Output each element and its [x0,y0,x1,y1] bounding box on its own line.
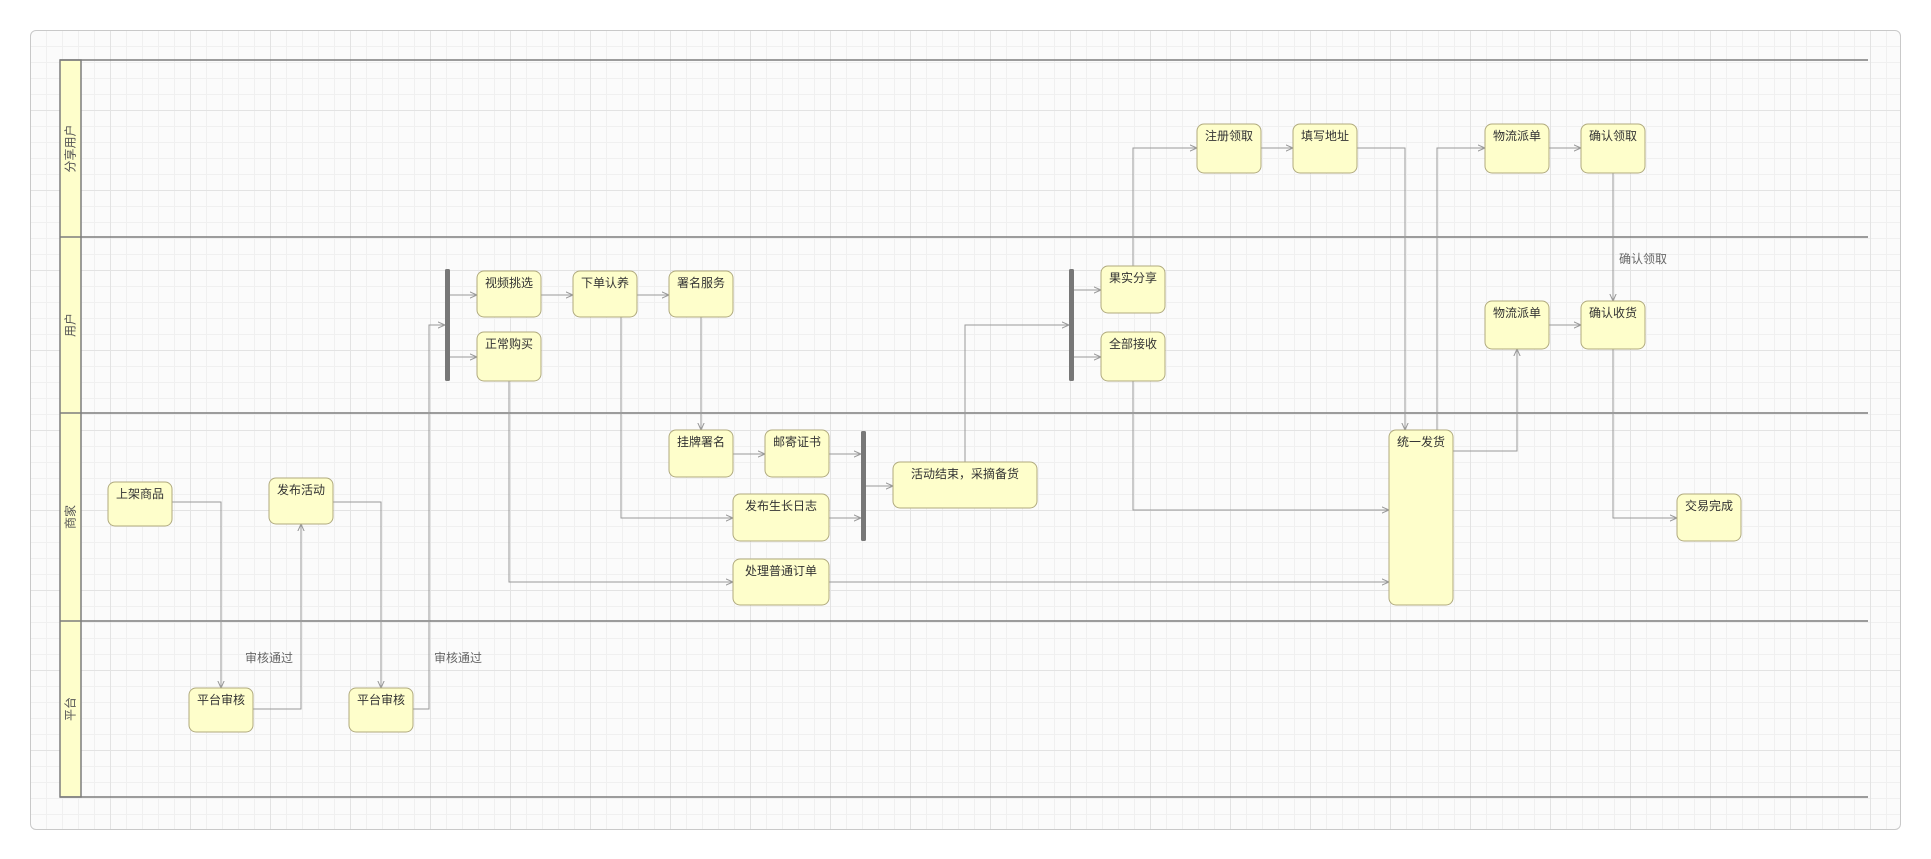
activity-node-deal_done[interactable]: 交易完成 [1676,493,1742,542]
activity-label: 视频挑选 [485,275,533,290]
activity-box[interactable] [1100,265,1166,314]
activity-node-adopt_order[interactable]: 下单认养 [572,270,638,318]
activity-label: 统一发货 [1397,434,1445,449]
edge-label: 审核通过 [434,650,482,665]
activity-label: 处理普通订单 [745,564,817,578]
lane-label-merchant: 商家 [63,505,78,529]
edge-label: 审核通过 [245,650,293,665]
edge-receive_all-to-unified_ship [1132,381,1389,510]
activity-label: 物流派单 [1493,129,1541,143]
fork-bar[interactable] [445,269,450,381]
edge-fill_address-to-unified_ship [1357,147,1405,430]
edge-normal_buy-to-normal_order [508,381,733,582]
activity-box[interactable] [1196,123,1262,174]
edge-audit1-to-publish_activity [253,524,301,710]
activity-box[interactable] [268,477,334,525]
activity-box[interactable] [1100,331,1166,382]
activity-label: 活动结束，采摘备货 [911,466,1019,481]
activity-box[interactable] [1676,493,1742,542]
activity-box[interactable] [732,493,830,542]
activity-label: 平台审核 [357,692,405,707]
activity-node-activity_end[interactable]: 活动结束，采摘备货 [892,461,1038,509]
activity-box[interactable] [107,481,173,527]
activity-box[interactable] [476,331,542,382]
activity-label: 下单认养 [581,275,629,290]
lane-label-user: 用户 [63,313,78,337]
activity-node-publish_activity[interactable]: 发布活动 [268,477,334,525]
activity-node-dispatch_user[interactable]: 物流派单 [1484,300,1550,350]
activity-box[interactable] [764,429,830,478]
activity-node-audit1[interactable]: 平台审核 [188,687,254,733]
activity-box[interactable] [572,270,638,318]
activity-box[interactable] [668,270,734,318]
lane-label-sharer: 分享用户 [63,124,78,172]
edge-fruit_share-to-register_claim [1132,148,1197,266]
activity-node-audit2[interactable]: 平台审核 [348,687,414,733]
edge-confirm_receipt-to-deal_done [1612,349,1677,518]
edge-publish_activity-to-audit2 [333,501,381,688]
activity-node-video_pick[interactable]: 视频挑选 [476,270,542,318]
lane-label-platform: 平台 [63,697,78,721]
activity-label: 正常购买 [485,336,533,351]
activity-label: 邮寄证书 [773,434,821,449]
edge-audit2-to-fork1 [413,325,445,710]
activity-label: 署名服务 [677,275,725,290]
activity-box[interactable] [1388,429,1454,606]
activity-label: 平台审核 [197,692,245,707]
activity-node-normal_order[interactable]: 处理普通订单 [732,558,830,606]
edge-unified_ship-to-dispatch_user [1453,349,1517,452]
activity-box[interactable] [348,687,414,733]
activity-label: 确认领取 [1589,129,1637,143]
edge-unified_ship-to-dispatch_sharer [1436,148,1485,430]
activity-label: 物流派单 [1493,306,1541,320]
activity-node-confirm_receipt[interactable]: 确认收货 [1580,300,1646,350]
activity-label: 填写地址 [1301,129,1349,143]
activity-label: 发布活动 [277,482,325,497]
activity-node-fruit_share[interactable]: 果实分享 [1100,265,1166,314]
join-bar[interactable] [861,431,866,541]
activity-node-sign_service[interactable]: 署名服务 [668,270,734,318]
activity-box[interactable] [188,687,254,733]
activity-box[interactable] [892,461,1038,509]
activity-node-growth_log[interactable]: 发布生长日志 [732,493,830,542]
activity-box[interactable] [668,429,734,478]
activity-label: 交易完成 [1685,498,1733,513]
activity-node-receive_all[interactable]: 全部接收 [1100,331,1166,382]
activity-node-confirm_claim[interactable]: 确认领取 [1580,123,1646,174]
activity-label: 确认收货 [1589,305,1637,320]
edge-label: 确认领取 [1619,252,1667,266]
activity-node-hang_sign[interactable]: 挂牌署名 [668,429,734,478]
activity-box[interactable] [1292,123,1358,174]
activity-node-fill_address[interactable]: 填写地址 [1292,123,1358,174]
activity-node-normal_buy[interactable]: 正常购买 [476,331,542,382]
activity-label: 果实分享 [1109,270,1157,285]
activity-box[interactable] [1580,300,1646,350]
activity-label: 全部接收 [1109,336,1157,351]
fork-bar[interactable] [1069,269,1074,381]
activity-box[interactable] [1484,300,1550,350]
activity-node-list_goods[interactable]: 上架商品 [107,481,173,527]
edge-adopt_order-to-growth_log [620,317,733,518]
activity-label: 挂牌署名 [677,434,725,449]
activity-box[interactable] [1580,123,1646,174]
activity-box[interactable] [476,270,542,318]
activity-label: 发布生长日志 [745,498,817,513]
activity-node-dispatch_sharer[interactable]: 物流派单 [1484,123,1550,174]
edge-list_goods-to-audit1 [172,501,221,688]
activity-label: 注册领取 [1205,128,1253,143]
activity-label: 上架商品 [116,486,164,501]
activity-node-register_claim[interactable]: 注册领取 [1196,123,1262,174]
activity-box[interactable] [1484,123,1550,174]
edge-activity_end-to-fork2 [964,325,1069,462]
activity-box[interactable] [732,558,830,606]
activity-node-mail_cert[interactable]: 邮寄证书 [764,429,830,478]
activity-node-unified_ship[interactable]: 统一发货 [1388,429,1454,606]
